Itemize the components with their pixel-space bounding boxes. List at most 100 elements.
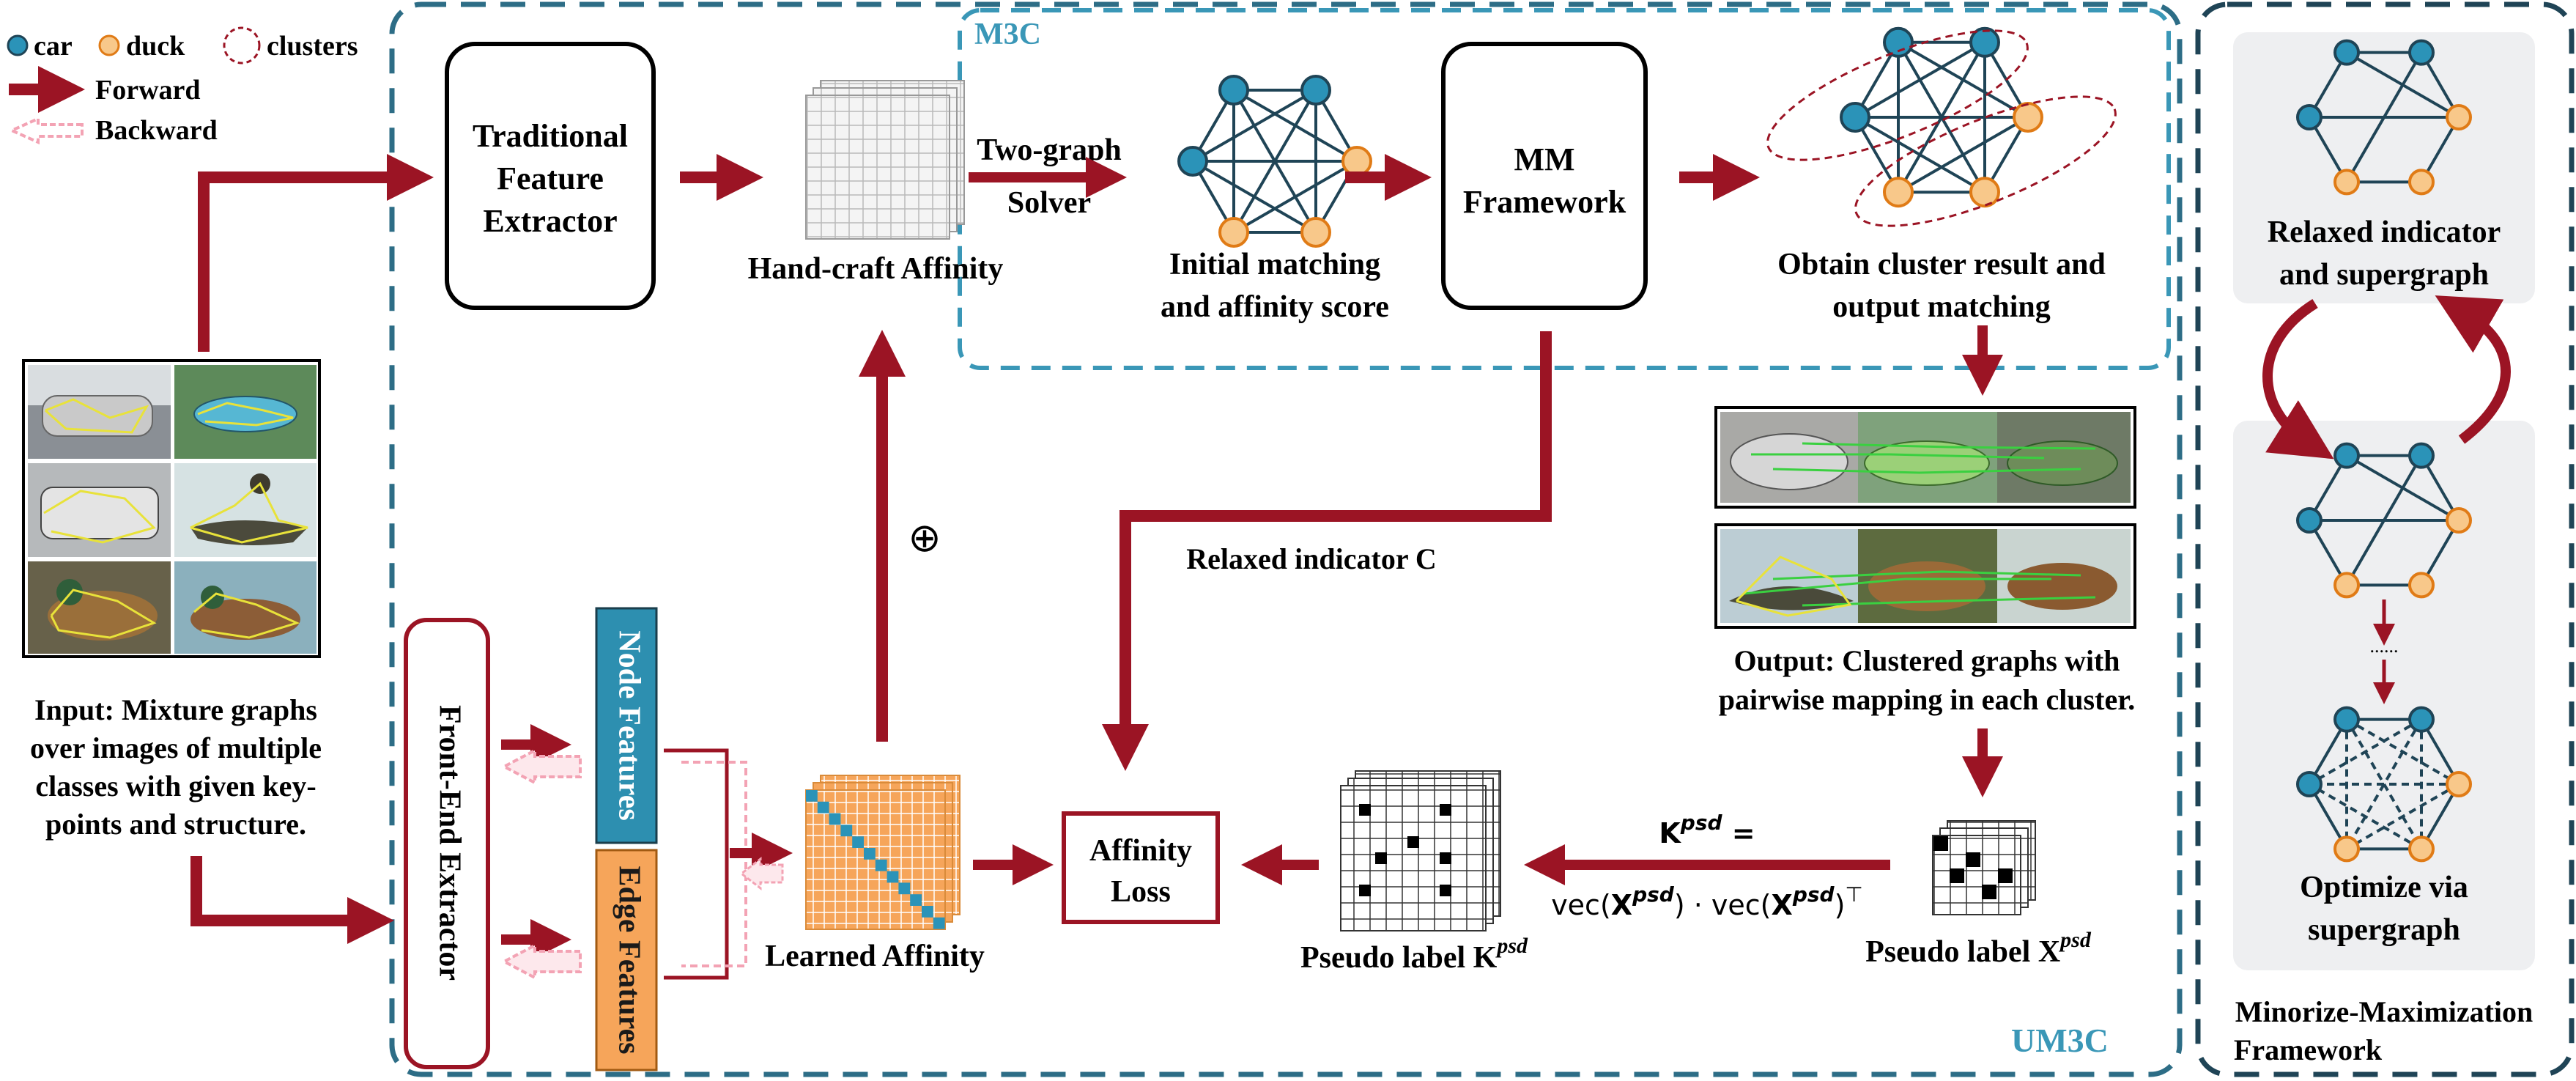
graph-edge	[1854, 41, 1986, 119]
graph-edge	[2345, 51, 2423, 183]
car-node	[2408, 442, 2435, 469]
duck-node	[2408, 572, 2435, 599]
backward-node-arrow	[500, 748, 582, 786]
duck-node	[2446, 771, 2472, 797]
duck-node	[1883, 177, 1914, 208]
legend: car duck clusters Forward Backward	[7, 26, 358, 146]
input-caption-line-4: points and structure.	[45, 808, 306, 841]
car-node	[1969, 26, 2000, 58]
handcraft-affinity-matrix	[805, 80, 965, 240]
pseudo-k-cell	[1407, 836, 1419, 848]
duck-node	[1218, 216, 1249, 248]
graph-edge	[1897, 116, 2029, 193]
two-graph-line-1: Two-graph	[977, 133, 1122, 167]
mm-frame-line-1: Minorize-Maximization	[2235, 995, 2534, 1028]
duck-node	[2408, 169, 2435, 196]
car-node	[2408, 706, 2435, 733]
affinity-loss-line-2: Loss	[1111, 875, 1171, 909]
graph-edge	[1192, 160, 1317, 234]
diagonal-cell	[840, 824, 853, 837]
mm-graph-2	[2296, 442, 2472, 599]
arrow-input-to-frontend	[190, 856, 394, 944]
car-node	[1883, 26, 1914, 58]
duck-node	[1341, 146, 1372, 177]
front-end-label: Front-End Extractor	[432, 705, 466, 981]
node-features-box	[595, 607, 658, 844]
car-node	[1300, 75, 1331, 106]
duck-node	[1300, 216, 1331, 248]
diagonal-cell	[933, 917, 945, 929]
diagonal-cell	[875, 859, 887, 871]
input-caption: Input: Mixture graphs over images of mul…	[30, 693, 322, 841]
backward-learned-arrow	[739, 856, 784, 891]
mm-graph-3	[2296, 706, 2472, 863]
input-caption-line-1: Input: Mixture graphs	[34, 693, 317, 726]
duck-node	[2013, 102, 2043, 133]
mm-frame-line-2: Framework	[2234, 1033, 2383, 1066]
duck-node	[2408, 835, 2435, 863]
diagonal-cell	[852, 836, 864, 848]
affinity-loss-line-1: Affinity	[1089, 834, 1192, 868]
graph-edge	[2308, 717, 2423, 786]
traditional-line-1: Traditional	[473, 118, 628, 154]
supergraph-panel-top	[2233, 32, 2535, 303]
pseudo-label-k-matrix	[1340, 770, 1501, 931]
relaxed-super-line-1: Relaxed indicator	[2268, 215, 2501, 249]
car-node	[2408, 39, 2435, 66]
oplus-symbol: ⊕	[908, 514, 941, 561]
node-features-label: Node Features	[612, 630, 645, 820]
legend-clusters: clusters	[267, 31, 358, 62]
mm-graph-1	[2296, 39, 2472, 196]
diagonal-cell	[829, 813, 841, 825]
diagonal-cell	[922, 906, 933, 918]
features-bracket-backward	[681, 761, 747, 967]
relaxed-indicator-label: Relaxed indicator C	[1186, 542, 1436, 575]
output-duck-matching	[1714, 523, 2136, 629]
pseudo-x-cell	[1982, 885, 1996, 899]
pseudo-x-cell	[1998, 868, 2013, 883]
pseudo-x-label: Pseudo label Xpsd	[1865, 928, 2092, 969]
um3c-label: UM3C	[2011, 1022, 2109, 1059]
car-node	[1840, 102, 1870, 133]
um3c-frame	[389, 1, 2183, 1077]
initial-line-2: and affinity score	[1161, 290, 1389, 324]
obtain-line-2: output matching	[1832, 290, 2051, 324]
arrow-mm-relaxed-indicator	[1102, 331, 1552, 771]
handcraft-label: Hand-craft Affinity	[748, 252, 1004, 286]
cluster-result-graph	[1766, 26, 2117, 227]
graph-edge	[1854, 116, 1986, 193]
initial-matching-graph	[1177, 75, 1372, 248]
duck-cluster-ellipse	[1854, 95, 2117, 227]
arrow-input-to-traditional	[198, 154, 434, 352]
curved-arrow-left	[2262, 299, 2334, 460]
obtain-line-1: Obtain cluster result and	[1777, 248, 2106, 281]
input-caption-line-3: classes with given key-	[35, 770, 316, 803]
graph-edge	[2308, 783, 2423, 851]
pseudo-label-x-matrix	[1932, 820, 2036, 915]
pseudo-k-cell	[1440, 852, 1451, 864]
edge-features-box	[595, 849, 658, 1071]
mm-line-2: Framework	[1463, 184, 1626, 220]
car-node	[2333, 442, 2360, 469]
duck-node	[2446, 104, 2472, 130]
pseudo-k-cell	[1440, 885, 1451, 896]
optimize-line-1: Optimize via	[2300, 871, 2468, 904]
pseudo-k-cell	[1359, 885, 1371, 896]
graph-edge	[1233, 160, 1358, 234]
duck-node	[1969, 177, 2000, 208]
legend-duck: duck	[126, 31, 185, 62]
backward-edge-arrow	[500, 942, 582, 981]
legend-forward: Forward	[95, 75, 201, 106]
car-node	[2333, 706, 2360, 733]
car-node	[1218, 75, 1249, 106]
car-cluster-ellipse	[1766, 29, 2029, 161]
two-graph-line-2: Solver	[1007, 186, 1091, 220]
diagonal-cell	[887, 871, 899, 883]
output-line-2: pairwise mapping in each cluster.	[1719, 683, 2136, 716]
clusters-legend-icon	[223, 26, 261, 64]
mm-framework-box	[1441, 42, 1648, 310]
affinity-loss-box	[1062, 811, 1220, 924]
edge-features-label: Edge Features	[612, 866, 645, 1054]
diagonal-cell	[898, 882, 911, 895]
duck-node	[2333, 835, 2360, 863]
